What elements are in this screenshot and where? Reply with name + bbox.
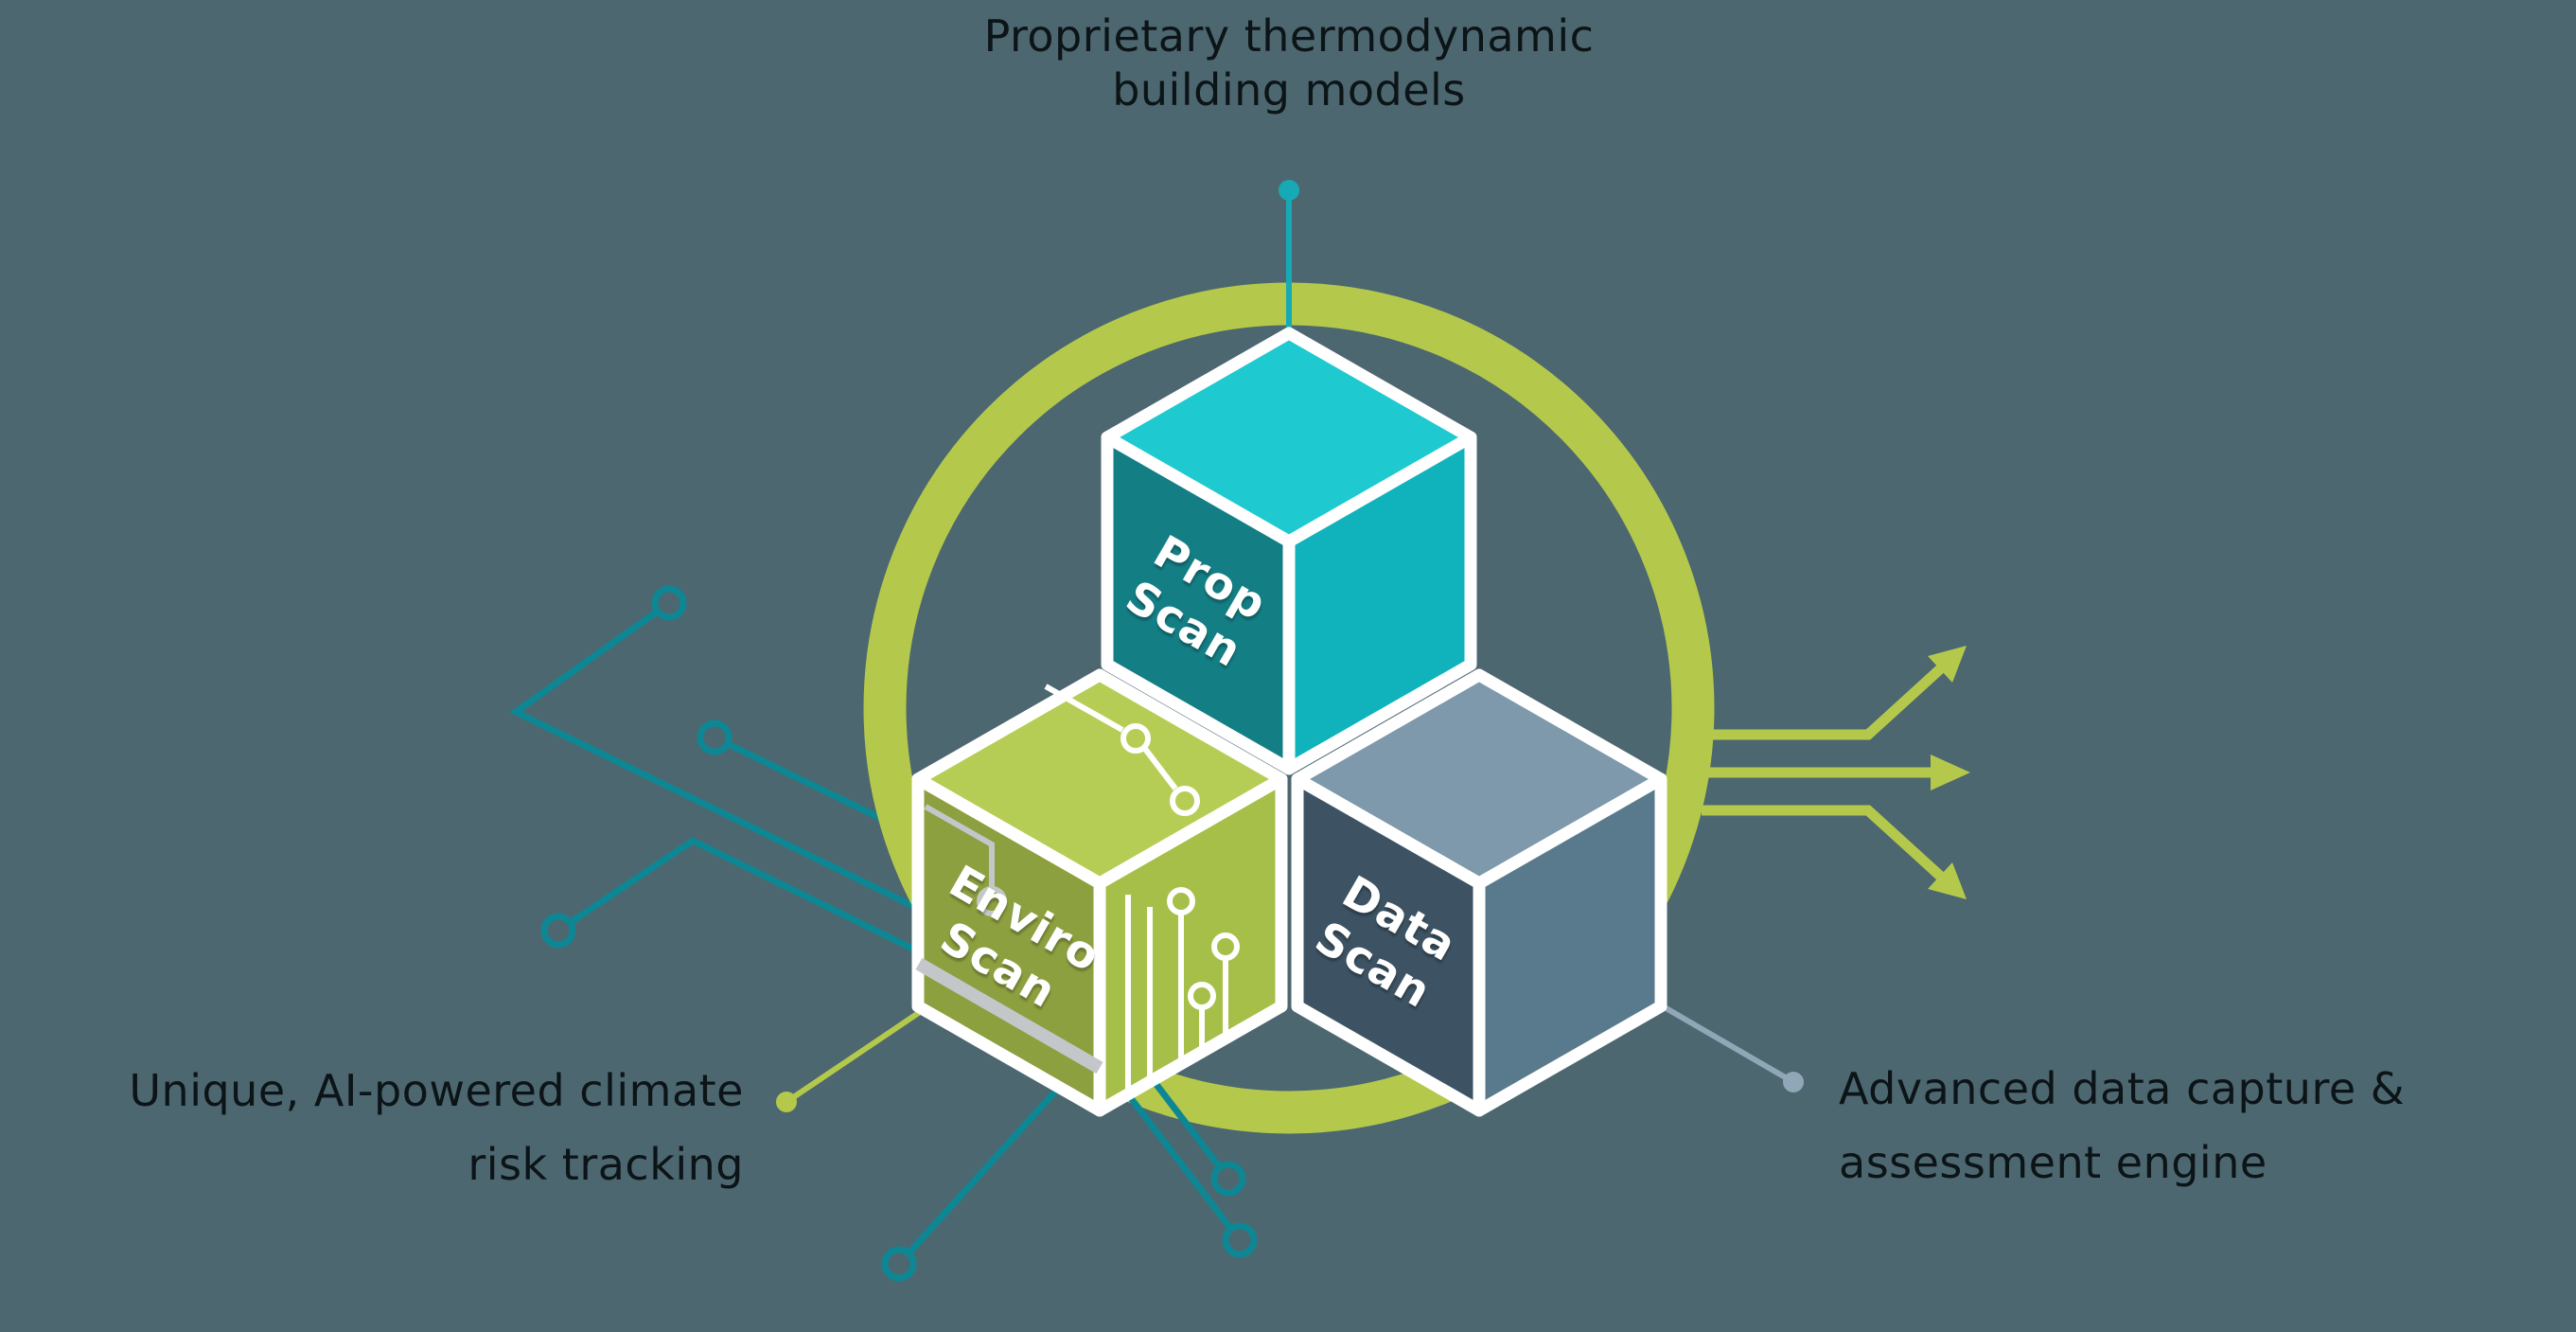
enviro-gray-decor <box>915 804 1103 1074</box>
arrow-head-icon <box>1928 862 1967 899</box>
circuit-node-icon <box>651 585 687 621</box>
bottom-left-connector <box>776 1007 925 1112</box>
arrow-head-icon <box>1931 755 1970 790</box>
label-top-line2: building models <box>1112 64 1466 115</box>
circuit-line <box>509 600 925 915</box>
circuit-line <box>556 836 953 971</box>
circuit-line <box>1112 1074 1243 1243</box>
top-connector-dot-icon <box>1279 180 1299 201</box>
trace-node-icon <box>1167 887 1195 915</box>
bottom-left-connector-line <box>785 1007 925 1105</box>
gray-stripe <box>915 957 1103 1074</box>
arrow-up-right-icon <box>1702 663 1946 740</box>
label-bottom-left: Unique, AI-powered climate risk tracking <box>0 1054 744 1201</box>
arrow-head-icon <box>1928 646 1967 683</box>
output-arrows <box>1702 646 1970 899</box>
label-top: Proprietary thermodynamic building model… <box>721 9 1857 117</box>
prop-cube <box>1101 327 1477 775</box>
arrow-down-right-icon <box>1702 805 1946 882</box>
trace-line <box>924 804 995 888</box>
label-bottom-left-line2: risk tracking <box>468 1139 744 1190</box>
trace-node-icon <box>977 886 1007 916</box>
data-cube <box>1291 668 1667 1117</box>
bottom-right-connector-line <box>1661 1003 1795 1085</box>
circuit-traces-left <box>509 585 953 971</box>
label-top-line1: Proprietary thermodynamic <box>983 10 1595 62</box>
label-bottom-right: Advanced data capture & assessment engin… <box>1839 1052 2576 1199</box>
circuit-node-icon <box>697 719 732 755</box>
bottom-right-connector-dot-icon <box>1783 1072 1804 1092</box>
top-connector <box>1279 180 1299 333</box>
label-bottom-right-line1: Advanced data capture & <box>1839 1063 2406 1114</box>
trace-node-icon <box>1188 982 1216 1010</box>
circuit-node-icon <box>540 913 576 949</box>
prop-cube-right-face <box>1282 431 1477 775</box>
trace-line <box>1142 747 1178 790</box>
circuit-node-icon <box>1222 1222 1258 1258</box>
trace-node-icon <box>1120 723 1151 754</box>
trace-line <box>1044 684 1124 733</box>
bottom-left-connector-dot-icon <box>776 1092 797 1112</box>
data-cube-right-face <box>1473 773 1667 1117</box>
trace-node-icon <box>1170 786 1200 816</box>
trace-node-icon <box>1211 932 1240 961</box>
trace-line <box>940 790 1090 880</box>
enviro-cube-right-face <box>1093 773 1288 1117</box>
label-bottom-left-line1: Unique, AI-powered climate <box>129 1065 744 1116</box>
circuit-node-icon <box>1210 1161 1246 1197</box>
label-bottom-right-line2: assessment engine <box>1839 1137 2267 1188</box>
circuit-node-icon <box>881 1246 917 1282</box>
bottom-right-connector <box>1661 1003 1804 1092</box>
enviro-circuit-decor <box>940 684 1240 1089</box>
